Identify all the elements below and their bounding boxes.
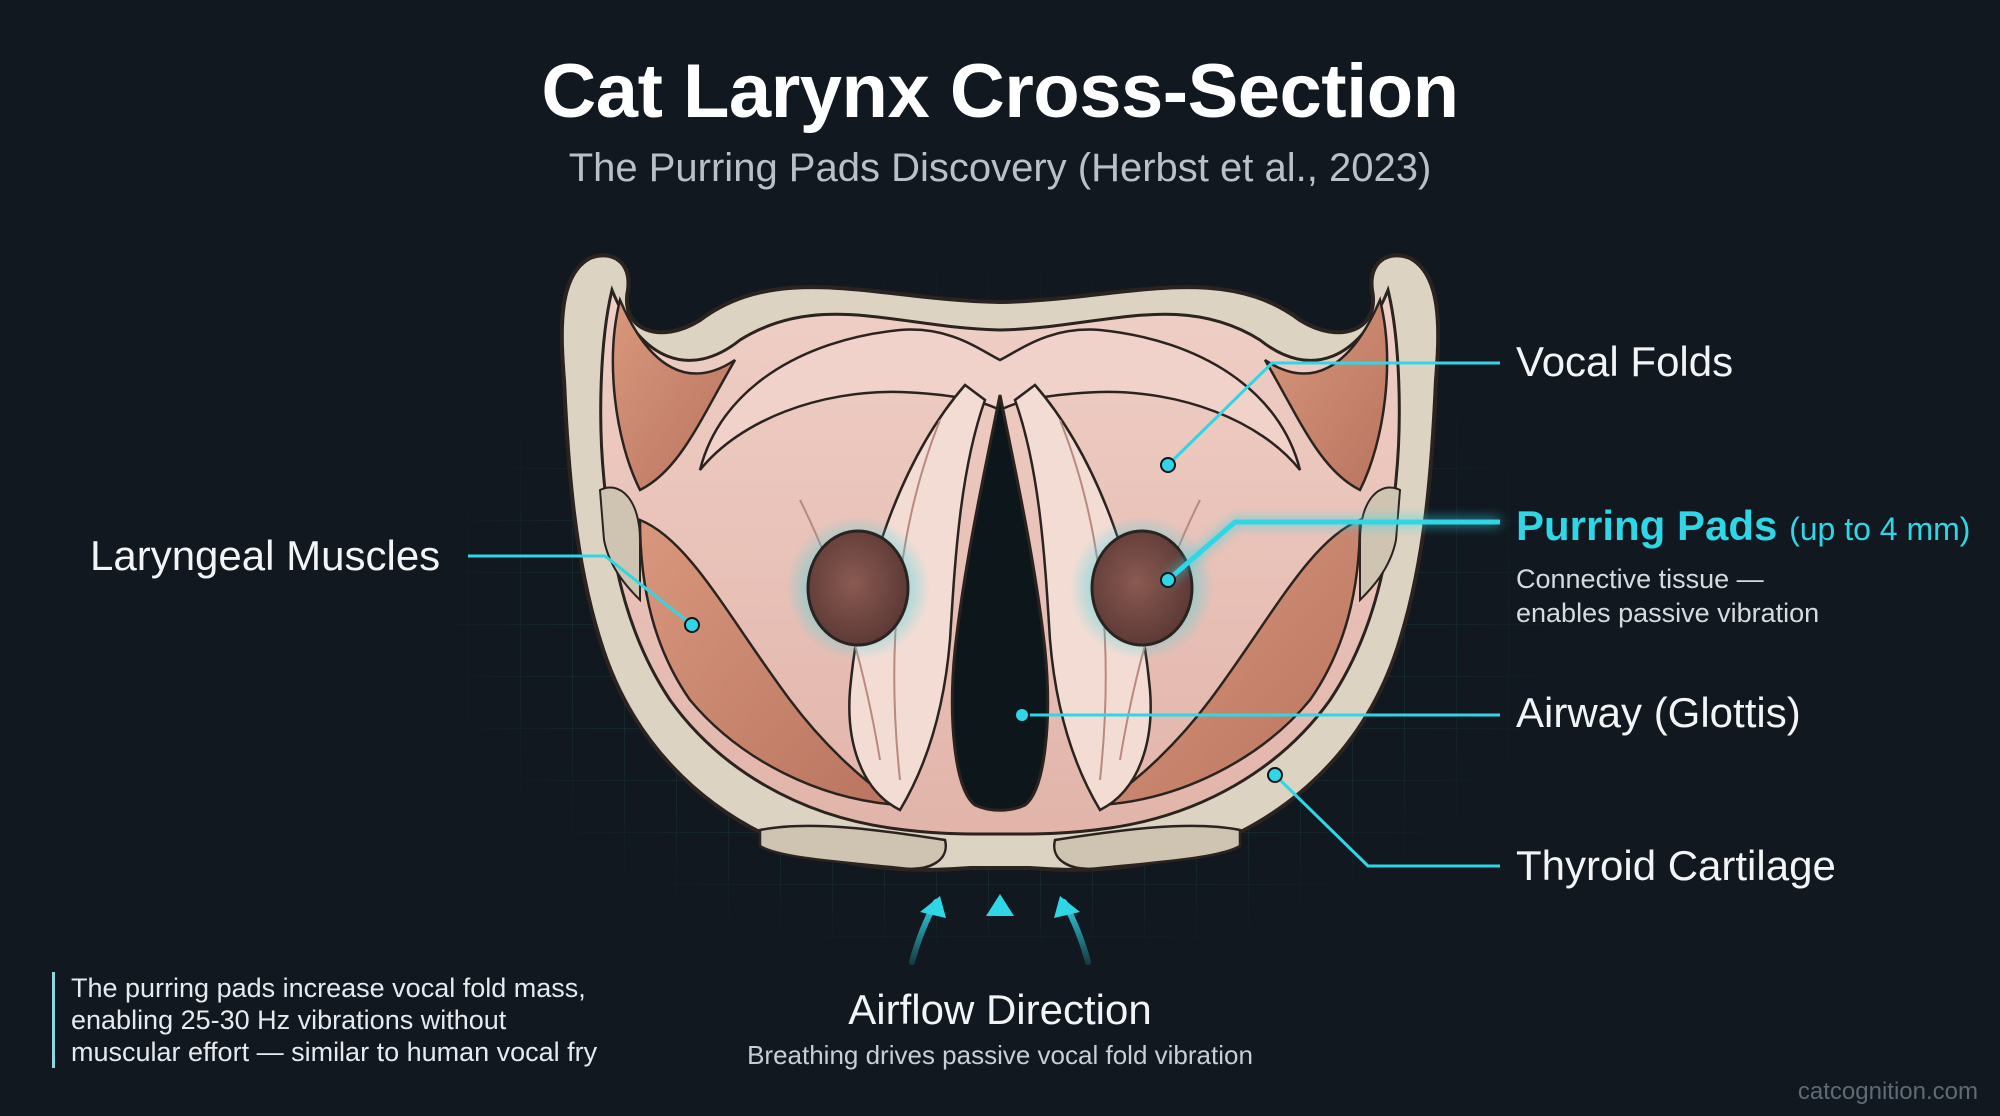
purring-pads-size: (up to 4 mm)	[1789, 511, 1971, 547]
airflow-direction-subtitle: Breathing drives passive vocal fold vibr…	[747, 1040, 1253, 1070]
page-title: Cat Larynx Cross-Section	[541, 49, 1459, 134]
dot-airway	[1014, 707, 1030, 723]
dot-laryngeal-muscles	[684, 617, 700, 633]
cartilage-lobe-right	[1052, 824, 1242, 871]
label-thyroid-cartilage: Thyroid Cartilage	[1516, 842, 1836, 889]
footnote-line-3: muscular effort — similar to human vocal…	[71, 1037, 598, 1067]
footnote-line-2: enabling 25-30 Hz vibrations without	[71, 1005, 507, 1035]
watermark: catcognition.com	[1797, 1078, 1978, 1105]
leader-vocal-folds	[1166, 361, 1500, 467]
airway-glottis	[950, 394, 1050, 812]
label-purring-pads: Purring Pads (up to 4 mm)	[1516, 502, 1970, 550]
airflow-direction-title: Airflow Direction	[848, 986, 1152, 1033]
dot-thyroid-cartilage	[1267, 767, 1283, 783]
footnote-line-1: The purring pads increase vocal fold mas…	[71, 973, 586, 1003]
purring-pad-right	[1090, 529, 1194, 647]
cartilage-side-right	[1359, 486, 1402, 603]
label-laryngeal-muscles: Laryngeal Muscles	[90, 532, 441, 579]
purring-pads-desc-line-1: Connective tissue —	[1516, 564, 1764, 594]
upper-muscle-right	[1263, 296, 1389, 492]
purring-pads-title: Purring Pads	[1516, 502, 1778, 549]
dot-purring-pads	[1160, 572, 1176, 588]
label-vocal-folds: Vocal Folds	[1516, 338, 1734, 385]
purring-pads-description: Connective tissue — enables passive vibr…	[1516, 562, 1819, 630]
page-subtitle: The Purring Pads Discovery (Herbst et al…	[568, 146, 1432, 190]
upper-muscle-left	[611, 296, 737, 492]
cartilage-lobe-left	[758, 824, 948, 871]
leader-purring-pads	[1166, 519, 1500, 582]
footnote-box: The purring pads increase vocal fold mas…	[52, 972, 597, 1068]
label-airway: Airway (Glottis)	[1516, 689, 1801, 736]
leader-thyroid-cartilage	[1273, 773, 1500, 868]
leader-laryngeal-muscles	[468, 554, 693, 627]
purring-pad-left	[806, 529, 910, 647]
purring-pads-desc-line-2: enables passive vibration	[1516, 598, 1820, 628]
dot-vocal-folds	[1160, 457, 1176, 473]
